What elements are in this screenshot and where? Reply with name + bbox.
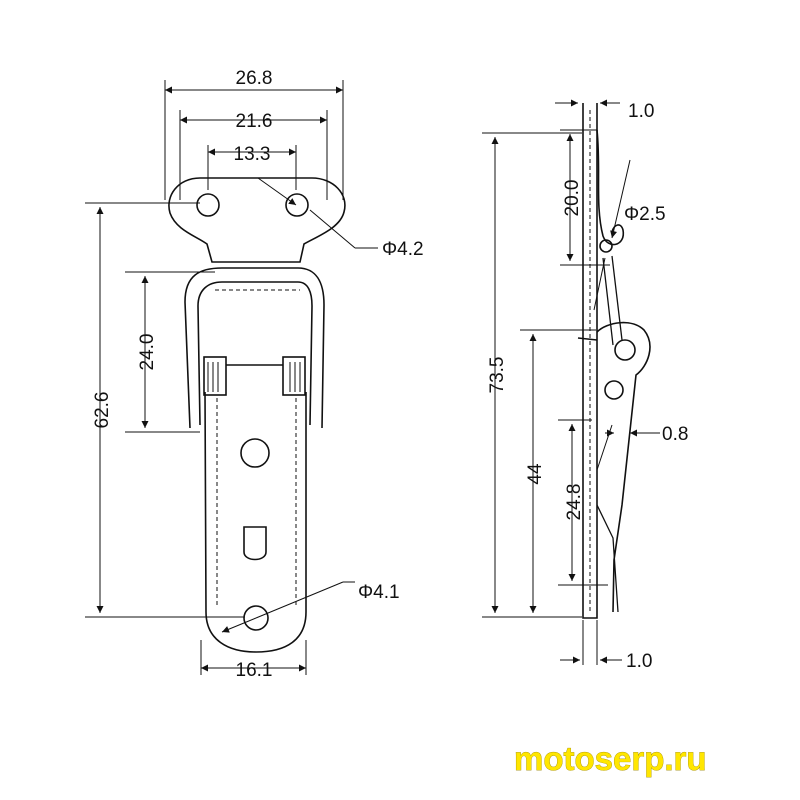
watermark: motoserp.ru (514, 740, 707, 777)
side-wire-loop (602, 255, 623, 346)
label-lower-hole: Φ4.1 (358, 582, 400, 603)
mount-hole-right (285, 193, 309, 217)
lever-pivot (614, 339, 636, 361)
label-hole-span-inner: 13.3 (234, 144, 271, 165)
label-overall-height: 73.5 (487, 357, 508, 394)
label-body-height: 44 (525, 463, 546, 485)
side-view (577, 103, 651, 619)
wire-loop (184, 267, 325, 429)
label-spring-length: 24.8 (564, 484, 585, 521)
front-view (168, 177, 346, 653)
lever-rivet (604, 380, 624, 400)
label-bottom-thickness: 1.0 (626, 651, 652, 672)
hook-pivot-hole (599, 239, 613, 253)
label-mount-hole: Φ4.2 (382, 239, 424, 260)
lower-hole (243, 605, 269, 631)
spring-arm (596, 504, 619, 613)
label-overall-width: 26.8 (236, 68, 273, 89)
lever-body (204, 391, 307, 653)
hook (596, 129, 625, 246)
lever-slot (243, 526, 267, 561)
label-top-thickness: 1.0 (628, 101, 654, 122)
label-gap: 0.8 (662, 424, 688, 445)
label-hook-length: 20.0 (562, 180, 583, 217)
side-view-dimensions (482, 99, 660, 665)
label-total-height: 62.6 (92, 392, 113, 429)
label-pivot-hole: Φ2.5 (624, 204, 666, 225)
front-view-dimensions (85, 80, 378, 675)
hinge-right (282, 356, 306, 396)
label-hole-span-outer: 21.6 (236, 111, 273, 132)
label-loop-height: 24.0 (137, 334, 158, 371)
hinge-left (203, 356, 227, 396)
side-lever (596, 321, 651, 613)
mounting-plate (168, 177, 346, 263)
lever-hole (240, 438, 270, 468)
mount-hole-left (196, 193, 220, 217)
label-bottom-width: 16.1 (236, 660, 273, 681)
back-plate (582, 103, 598, 619)
